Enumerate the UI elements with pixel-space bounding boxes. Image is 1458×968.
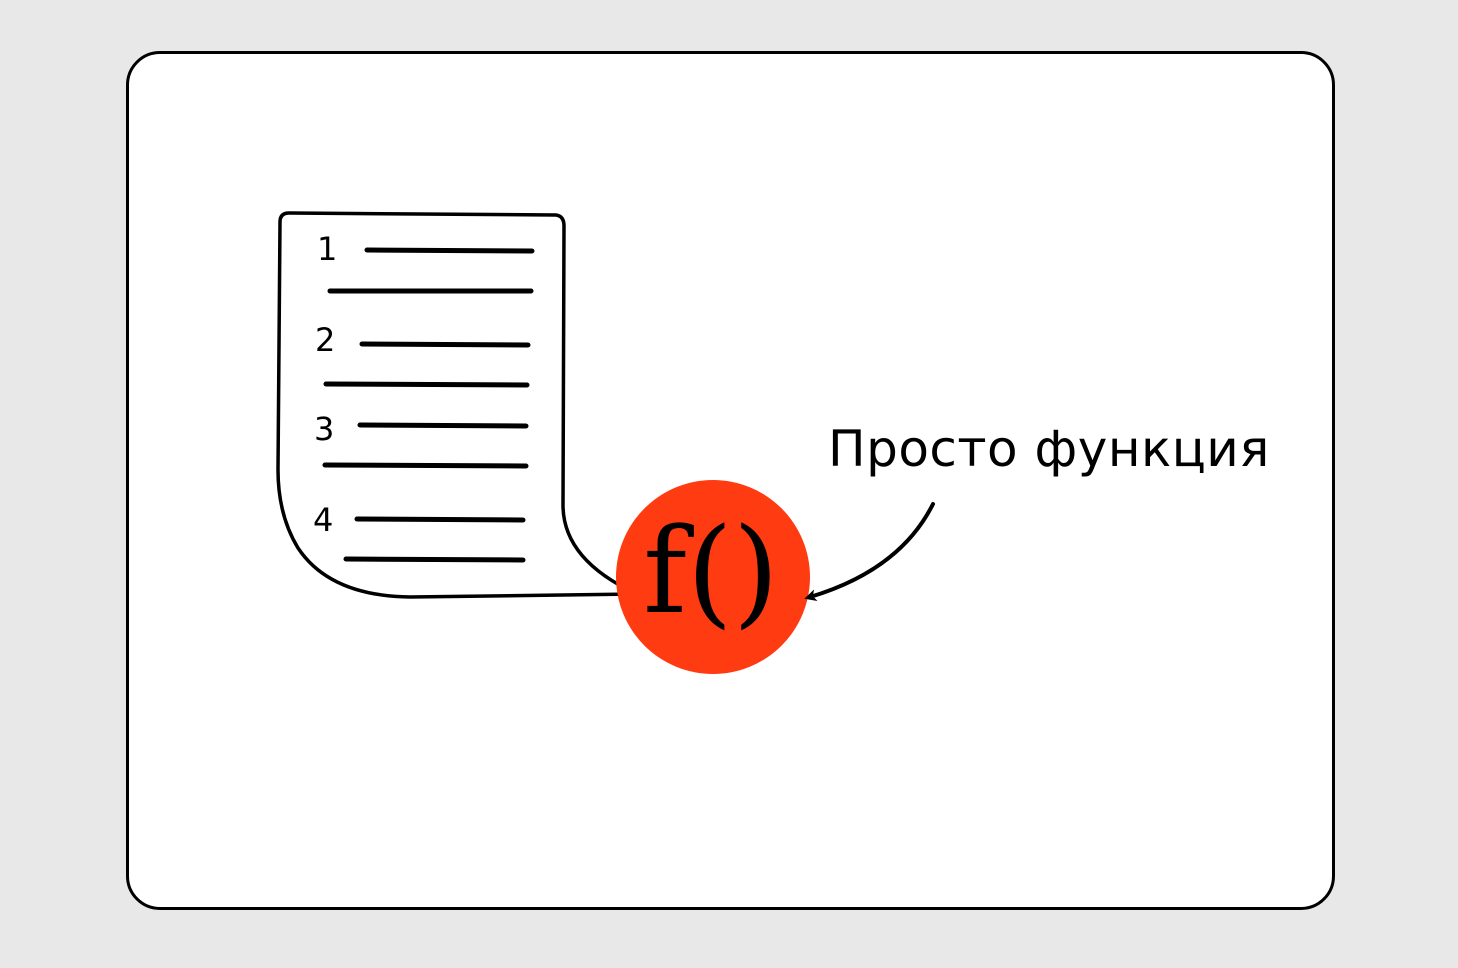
item-number-1: 1 bbox=[317, 230, 337, 268]
line-1a bbox=[364, 247, 535, 254]
pointer-arrow bbox=[804, 502, 935, 602]
caption-text: Просто функция bbox=[828, 420, 1270, 478]
scroll-outline bbox=[276, 211, 639, 599]
function-label: f() bbox=[643, 502, 779, 640]
scroll-lines bbox=[322, 247, 535, 563]
line-2b bbox=[323, 381, 530, 388]
line-3b bbox=[322, 462, 529, 469]
line-4b bbox=[343, 556, 526, 563]
item-number-2: 2 bbox=[315, 321, 335, 359]
line-2a bbox=[359, 341, 531, 348]
function-badge bbox=[616, 480, 810, 674]
line-3a bbox=[357, 422, 529, 429]
item-number-3: 3 bbox=[314, 410, 334, 448]
line-4a bbox=[354, 516, 526, 523]
item-number-4: 4 bbox=[313, 501, 333, 539]
